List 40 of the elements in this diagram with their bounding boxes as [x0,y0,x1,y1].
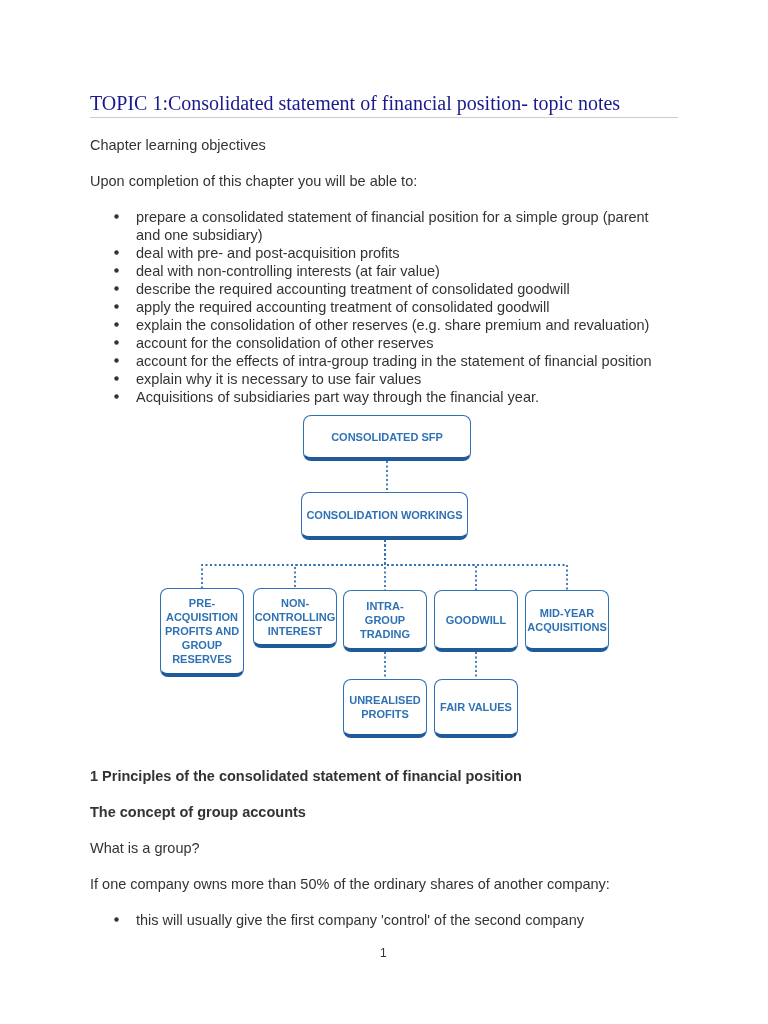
paragraph-text: Chapter learning objectives [90,136,266,154]
process-box [303,415,471,461]
box-label: FAIR VALUES [439,700,513,714]
paragraph-text: Upon completion of this chapter you will be able to: [90,172,418,190]
process-box [301,492,468,540]
box-label: MID-YEAR ACQUISITIONS [526,605,608,634]
bullet-item-text: deal with non-controlling interests (at fair value) [136,262,440,280]
bullet-item-text: prepare a consolidated statement of financial position for a simple group (parent and one subsidiary) [136,208,650,244]
page-title: TOPIC 1:Consolidated statement of financial position- topic notes [90,92,622,115]
box-label: INTRA-GROUP TRADING [358,598,412,641]
process-box [525,590,609,652]
connector-line [386,460,388,493]
bullet-item-text: Acquisitions of subsidiaries part way through the financial year. [136,388,539,406]
bullet-item-text: account for the consolidation of other reserves [136,334,434,352]
bullet-item-text: apply the required accounting treatment of consolidated goodwill [136,298,550,316]
process-box [343,679,427,738]
paragraph-text: What is a group? [90,839,200,857]
bullet-item-text: describe the required accounting treatment of consolidated goodwill [136,280,570,298]
bullet-item-text: account for the effects of intra-group trading in the statement of financial position [136,352,652,370]
process-box [160,588,244,677]
paragraph-text: If one company owns more than 50% of the ordinary shares of another company: [90,875,610,893]
bullet-item-text: deal with pre- and post-acquisition profits [136,244,400,262]
bullet-item-text: explain the consolidation of other reserves (e.g. share premium and revaluation) [136,316,650,334]
section-heading: 1 Principles of the consolidated statement of financial position [90,767,522,785]
section-heading: The concept of group accounts [90,803,306,821]
process-box [343,590,427,652]
process-box [434,679,518,738]
box-label: UNREALISED PROFITS [348,693,422,721]
process-box [434,590,518,652]
connector-line [475,651,477,680]
bullet-item-text: this will usually give the first company 'control' of the second company [136,911,584,929]
bullet-item-text: explain why it is necessary to use fair values [136,370,422,388]
box-label: CONSOLIDATED SFP [330,429,444,444]
box-label: CONSOLIDATION WORKINGS [305,507,464,522]
box-label: PRE-ACQUISITION PROFITS AND GROUP RESERVES [163,596,241,666]
connector-line [384,651,386,680]
box-label: NON-CONTROLLING INTEREST [253,595,337,638]
box-label: GOODWILL [444,612,508,627]
page-number: 1 [380,945,387,962]
process-box [253,588,337,648]
